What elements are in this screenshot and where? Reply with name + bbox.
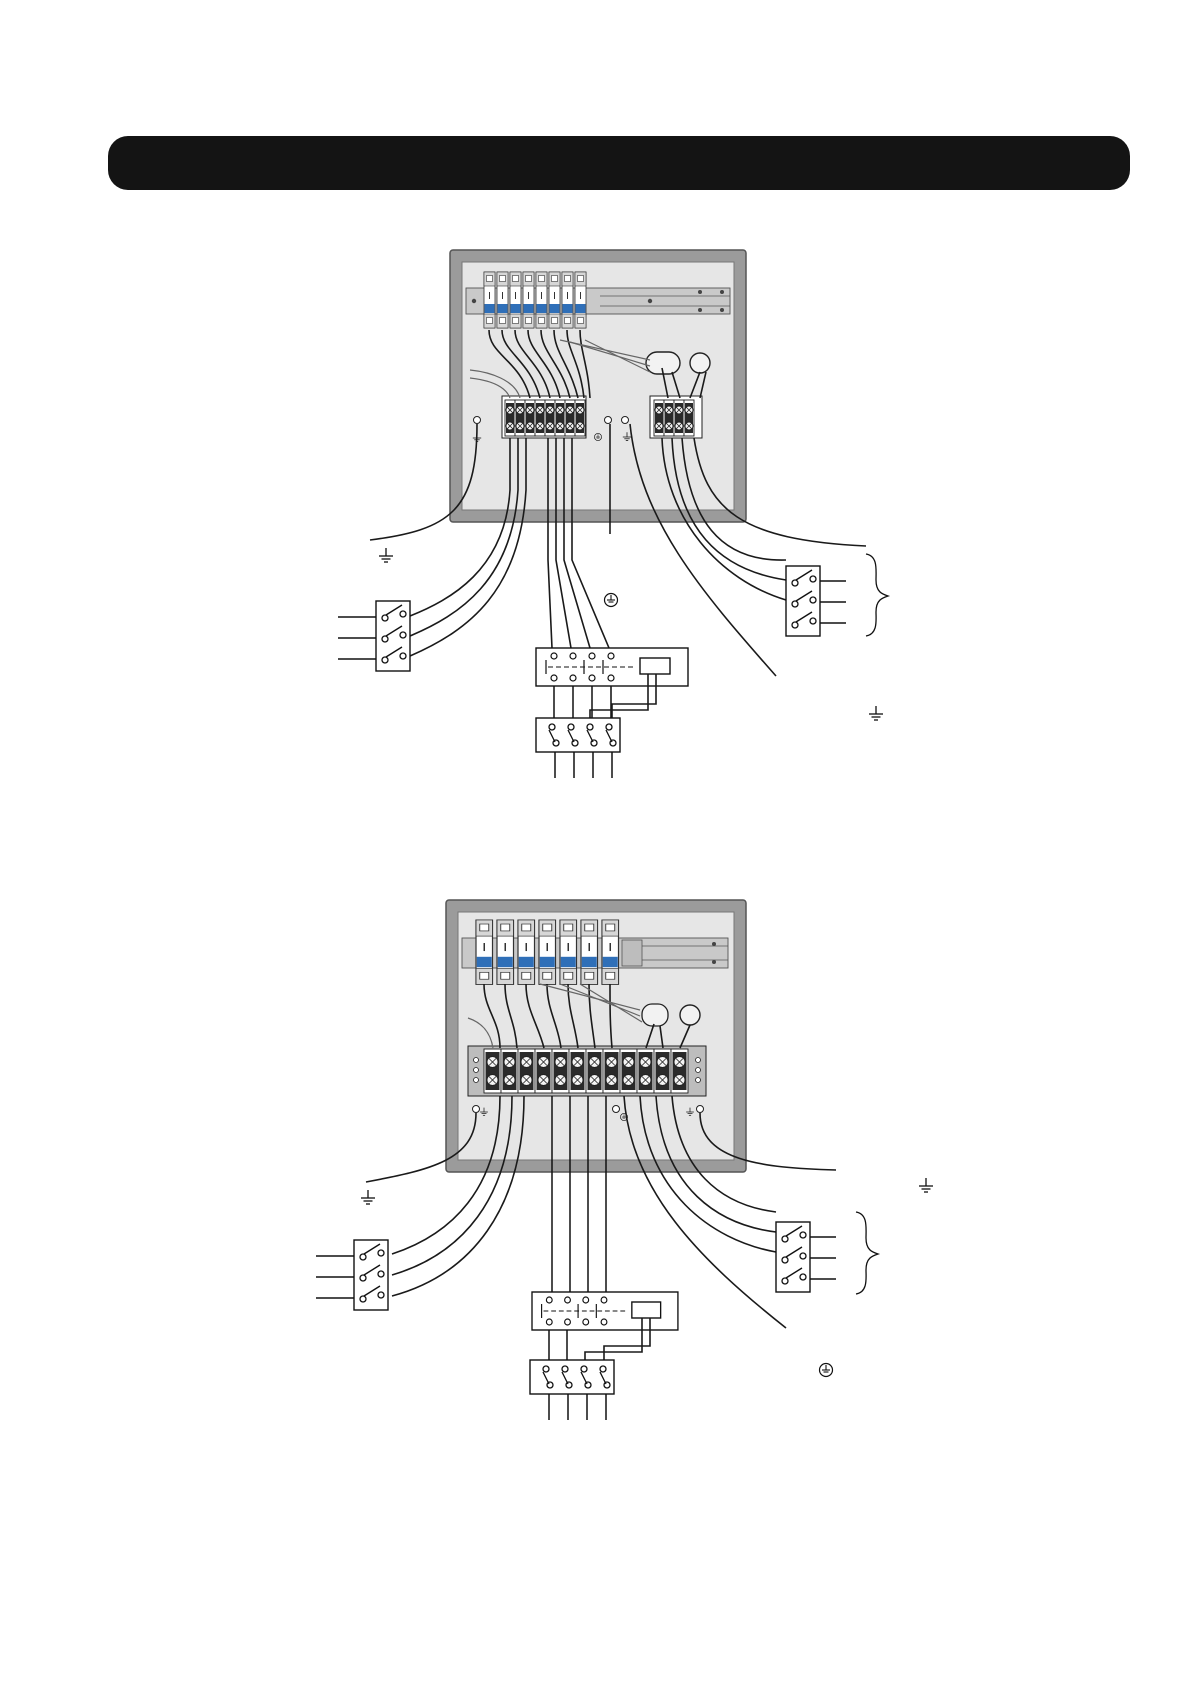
bottom-switch-right [776, 1222, 810, 1292]
top-switch-left [376, 601, 410, 671]
bottom-terminal-block [468, 1046, 706, 1096]
top-left-terminal-block [502, 396, 586, 438]
top-right-terminal-block [650, 396, 702, 438]
top-ground-symbol-right [869, 706, 883, 720]
bottom-rcd-device [532, 1292, 678, 1330]
top-rcd-device [536, 648, 688, 686]
bottom-wiring-diagram [316, 900, 933, 1420]
bottom-main-switch [530, 1360, 614, 1394]
top-bracket [866, 554, 888, 636]
top-main-switch [536, 718, 620, 752]
top-ground-symbol-left [379, 548, 393, 562]
top-cable-gland-round [690, 353, 710, 373]
bottom-bracket [856, 1212, 878, 1294]
top-switch-right [786, 566, 820, 636]
bottom-ground-symbol-right [919, 1178, 933, 1192]
bottom-pe-symbol [820, 1364, 833, 1377]
bottom-switch-left [354, 1240, 388, 1310]
top-wiring-diagram [338, 250, 888, 778]
top-pe-symbol [605, 594, 618, 607]
bottom-ground-symbol-left [361, 1190, 375, 1204]
